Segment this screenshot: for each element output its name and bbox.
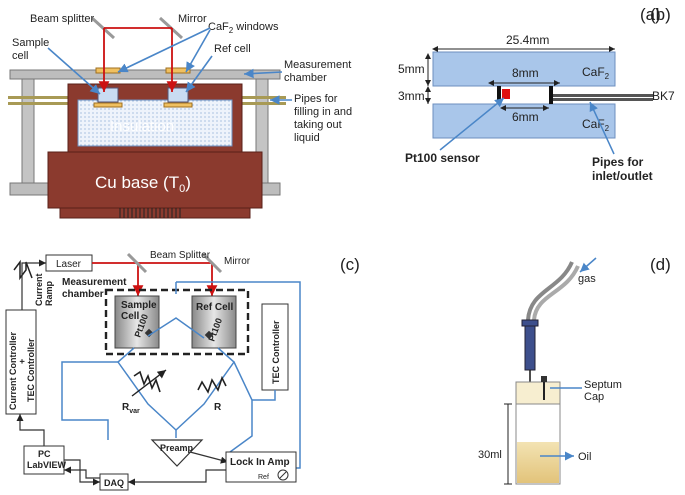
daq-label: DAQ xyxy=(104,478,124,488)
c-measurement-chamber xyxy=(104,288,250,356)
rvar-label: Rvar xyxy=(122,402,140,415)
ref-cell-label: Ref cell xyxy=(214,43,251,55)
left-post xyxy=(21,78,35,184)
panel-a: (a) Insulation xyxy=(8,5,661,219)
dim-8mm-label: 8mm xyxy=(512,66,539,80)
syringe-barrel xyxy=(524,325,536,371)
c-mirror-label: Mirror xyxy=(224,256,251,267)
pipe-inlet xyxy=(553,94,653,97)
pc-box xyxy=(23,445,65,475)
oil-label: Oil xyxy=(578,451,591,463)
gas-arrow xyxy=(579,257,597,273)
dim-6mm-label: 6mm xyxy=(512,110,539,124)
ref-window-bottom xyxy=(163,102,193,108)
ref-cell xyxy=(167,87,189,103)
gas-tube-2 xyxy=(532,265,580,321)
cu-base xyxy=(47,151,263,209)
pipe-outlet xyxy=(553,98,653,101)
cu-base-label: Cu base (T0) xyxy=(95,173,191,195)
width-label: 25.4mm xyxy=(506,33,549,47)
tec-controller-label: TEC Controller xyxy=(271,320,281,384)
preamp-out xyxy=(189,451,229,464)
current-controller-box xyxy=(5,309,37,415)
panel-c: (c) Laser Beam Splitter Mirror Measureme… xyxy=(5,250,360,491)
lockin-label: Lock In Amp xyxy=(230,457,290,468)
sample-cell xyxy=(97,87,119,103)
lockin-knob-line xyxy=(279,471,287,479)
c-sample-cell xyxy=(114,295,160,349)
ramp-icon xyxy=(13,259,33,281)
beam-splitter xyxy=(90,16,116,40)
pt100-sensor-label: Pt100 sensor xyxy=(405,151,480,165)
c-beam-splitter-label: Beam Splitter xyxy=(150,250,211,261)
insulation-label: Insulation xyxy=(110,118,174,135)
bk7-label: BK7 xyxy=(652,89,675,103)
resistor-rvar xyxy=(131,369,167,397)
dim-5mm-label: 5mm xyxy=(398,62,425,76)
panel-c-tag: (c) xyxy=(340,255,360,274)
outlet-needle-hub xyxy=(541,376,547,382)
spacer-left xyxy=(497,86,501,104)
sample-window-bottom xyxy=(93,102,123,108)
top-plate xyxy=(9,69,281,80)
syringe-hub xyxy=(521,319,539,327)
pt100-sensor xyxy=(502,89,510,99)
insulation xyxy=(77,99,233,147)
preamp xyxy=(150,439,204,467)
gas-label: gas xyxy=(578,273,596,285)
c-ref-cell xyxy=(191,295,237,349)
oil xyxy=(517,442,559,483)
panel-a-tag: (a) xyxy=(640,5,661,24)
panel-b-callouts xyxy=(439,97,615,155)
cu-base-foot xyxy=(59,207,251,219)
caf2-windows-label: CaF2 windows xyxy=(208,21,279,35)
dim-3mm-label: 3mm xyxy=(398,89,425,103)
current-controller-label: Current Controller+TEC Controller xyxy=(8,331,36,410)
resistor-r xyxy=(197,375,227,394)
c-pt100-sample xyxy=(144,328,154,338)
septum-cap xyxy=(515,381,561,405)
c-ref-cell-label: Ref Cell xyxy=(196,302,233,313)
c-pt100-ref xyxy=(204,330,214,340)
c-mirror xyxy=(201,252,223,274)
sample-window-top xyxy=(95,67,121,74)
panel-b-tag: (b) xyxy=(650,5,671,24)
current-ramp-label: CurrentRamp xyxy=(34,273,54,306)
r-label: R xyxy=(214,402,222,413)
dimension-lines xyxy=(425,46,615,111)
laser-label: Laser xyxy=(56,259,82,270)
signal-lines xyxy=(16,414,226,486)
spacer-right xyxy=(549,86,553,104)
volume-label: 30ml xyxy=(478,449,502,461)
laser-beam xyxy=(98,27,178,92)
laser-drive-line xyxy=(21,259,46,310)
heatsink-fins xyxy=(119,208,181,218)
panel-d-tag: (d) xyxy=(650,255,671,274)
c-beam-splitter xyxy=(126,252,148,274)
caf2-top-label: CaF2 xyxy=(582,65,610,81)
lockin-ref-label: Ref xyxy=(258,474,269,481)
panel-b: (b) 25.4mm 5mm 3mm 8mm 6mm CaF2 CaF2 BK7… xyxy=(398,5,675,183)
gas-tube-1 xyxy=(526,261,574,321)
mirror-label: Mirror xyxy=(178,13,207,25)
beam-splitter-label: Beam splitter xyxy=(30,13,95,25)
callout-arrows xyxy=(47,27,292,105)
preamp-label: Preamp xyxy=(160,443,194,453)
